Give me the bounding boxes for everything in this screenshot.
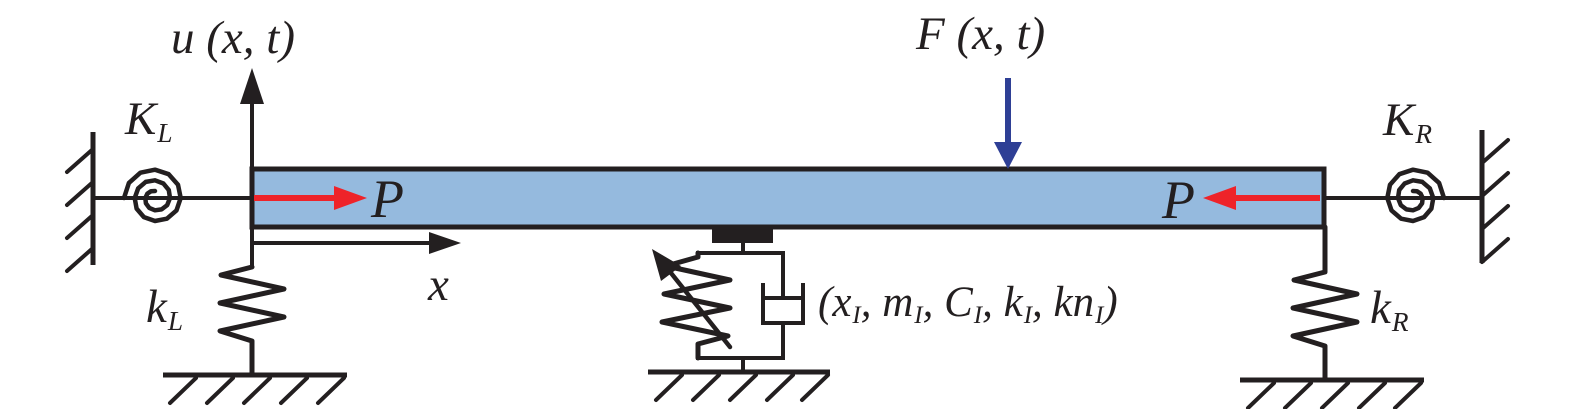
axial-force-left-label: P <box>371 169 404 229</box>
middle-ground-icon <box>648 369 830 402</box>
load-label: F (x, t) <box>916 8 1046 60</box>
rotational-stiffness-left-label: KL <box>125 93 173 148</box>
axial-force-left-arrow <box>254 186 367 210</box>
x-axis <box>252 232 461 254</box>
intermediate-support <box>648 228 830 402</box>
right-vertical-spring-icon <box>1290 224 1360 383</box>
left-wall-icon <box>65 132 96 273</box>
transverse-load-arrow <box>994 78 1022 169</box>
beam <box>249 166 1327 230</box>
u-axis-label: u (x, t) <box>171 12 295 64</box>
vertical-stiffness-left-label: kL <box>146 281 184 336</box>
right-ground-icon <box>1240 377 1424 409</box>
axial-force-right-arrow <box>1203 186 1320 210</box>
rotational-stiffness-right-label: KR <box>1383 94 1433 149</box>
left-vertical-spring-icon <box>217 264 287 378</box>
axial-force-right-label: P <box>1162 170 1195 230</box>
right-wall-icon <box>1479 130 1510 264</box>
x-axis-label: x <box>428 259 449 311</box>
damper-icon <box>761 253 805 358</box>
left-ground-icon <box>163 372 347 405</box>
attachment-pad <box>712 228 773 243</box>
nonlinear-spring-icon <box>652 249 733 361</box>
vertical-stiffness-right-label: kR <box>1370 282 1409 337</box>
left-rotational-spring-icon <box>121 167 183 224</box>
right-rotational-spring-icon <box>1385 167 1447 224</box>
inertial-attachment-label: (xI, mI, CI, kI, knI) <box>818 279 1118 329</box>
